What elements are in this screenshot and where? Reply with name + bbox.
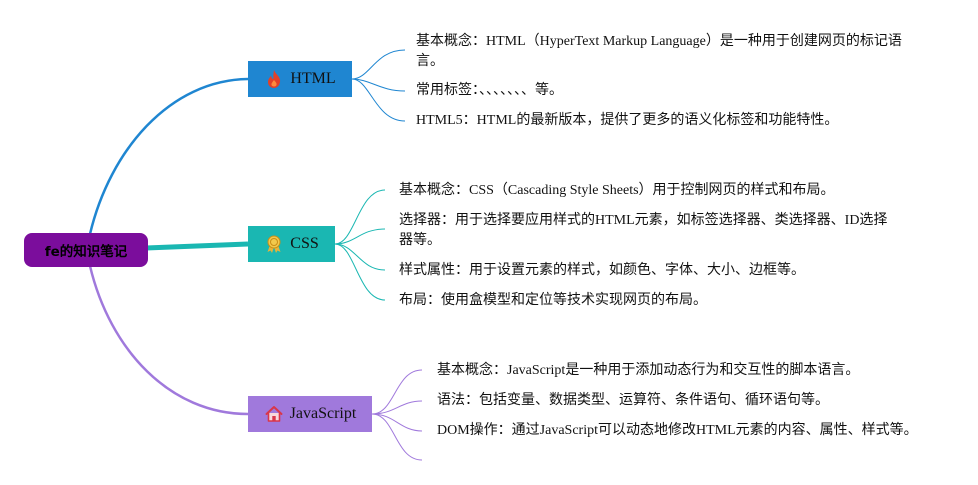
css-leaf-style-properties[interactable]: 样式属性：用于设置元素的样式，如颜色、字体、大小、边框等。 [399,263,805,278]
root-topic[interactable]: fe的知识笔记 [24,233,148,267]
connector-css-leaf-4 [334,243,386,301]
html-leaf-common-tags[interactable]: 常用标签：、、、、、、、等。 [416,83,563,98]
connector-html-leaf-2 [351,78,406,92]
css-leaf-concept[interactable]: 基本概念：CSS（Cascading Style Sheets）用于控制网页的样… [399,183,835,198]
branch-html-label: HTML [290,70,336,87]
connector-js-leaf-1 [371,369,423,415]
css-leaf-layout[interactable]: 布局：使用盒模型和定位等技术实现网页的布局。 [399,293,707,308]
connector-css-leaf-3 [334,243,386,271]
js-leaf-concept[interactable]: 基本概念：JavaScript是一种用于添加动态行为和交互性的脚本语言。 [437,363,860,378]
connector-root-html [88,77,249,235]
html-leaf-html5[interactable]: HTML5：HTML的最新版本，提供了更多的语义化标签和功能特性。 [416,113,839,128]
js-leaf-syntax[interactable]: 语法：包括变量、数据类型、运算符、条件语句、循环语句等。 [437,393,829,408]
award-ribbon-icon [264,234,284,254]
connector-js-leaf-2 [371,400,423,415]
branch-javascript[interactable]: JavaScript [248,396,372,432]
flame-icon [264,69,284,89]
connector-js-leaf-3 [371,413,423,432]
connector-js-leaf-4 [371,413,423,461]
branch-javascript-label: JavaScript [289,405,357,422]
branch-css[interactable]: CSS [248,226,335,262]
root-topic-label: fe的知识笔记 [44,244,128,260]
connector-root-js [88,265,249,416]
connector-css-leaf-2 [334,228,386,245]
js-leaf-dom[interactable]: DOM操作：通过JavaScript可以动态地修改HTML元素的内容、属性、样式… [437,423,918,438]
branch-css-label: CSS [290,235,319,252]
connector-html-leaf-1 [351,49,406,80]
connector-css-leaf-1 [334,189,386,245]
connector-root-css [145,241,249,251]
connector-html-leaf-3 [351,78,406,122]
html-leaf-concept[interactable]: 基本概念：HTML（HyperText Markup Language）是一种用… [416,34,902,69]
css-leaf-selectors[interactable]: 选择器：用于选择要应用样式的HTML元素，如标签选择器、类选择器、ID选择器等。 [399,213,888,248]
branch-html[interactable]: HTML [248,61,352,97]
home-icon [264,404,284,424]
